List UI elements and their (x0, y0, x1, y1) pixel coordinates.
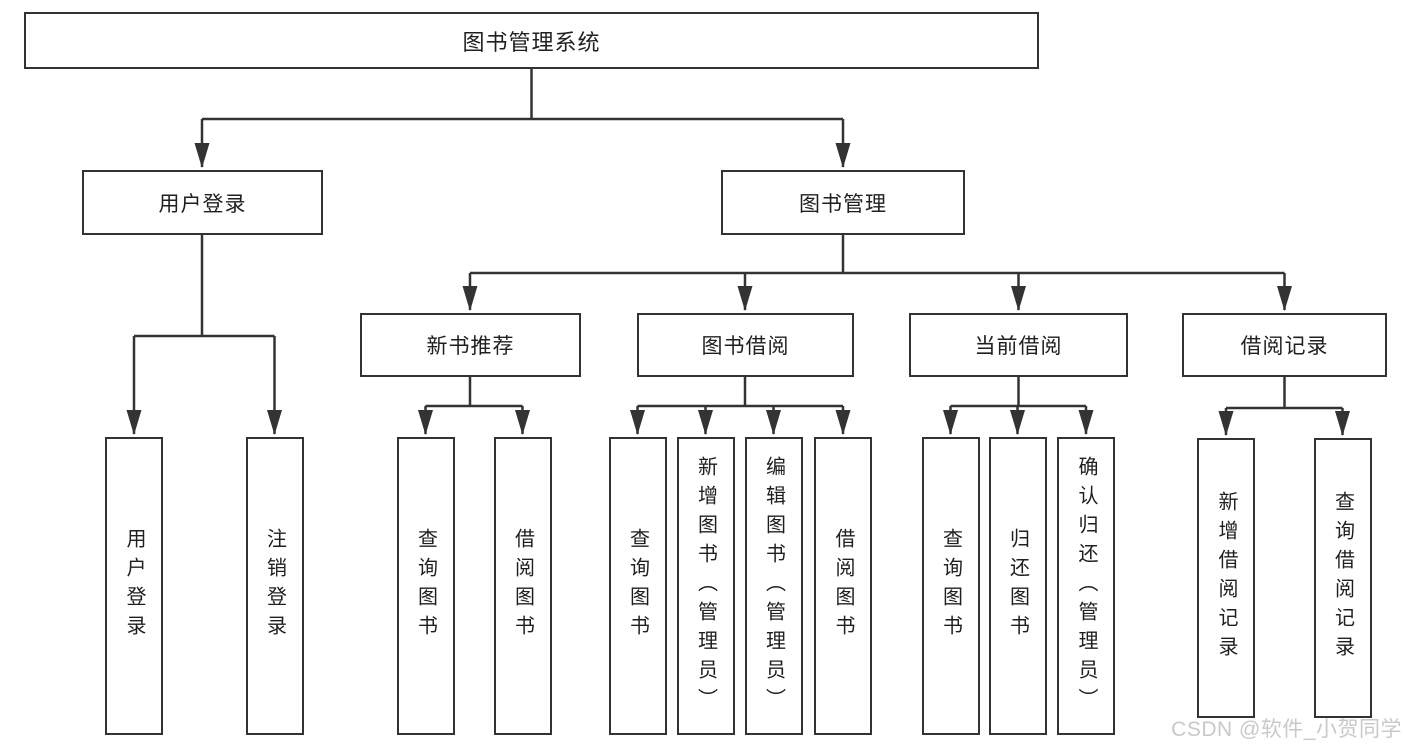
node-current-borrowing: 当前借阅 (909, 313, 1128, 377)
node-book-management: 图书管理 (721, 170, 965, 235)
leaf-add-book-admin: 新增图书（管理员） (676, 437, 735, 735)
leaf-add-borrow-record: 新增借阅记录 (1197, 438, 1255, 718)
leaf-query-borrow-record: 查询借阅记录 (1313, 438, 1372, 718)
csdn-watermark: CSDN @软件_小贺同学 (1171, 718, 1402, 741)
node-user-login: 用户登录 (82, 170, 323, 235)
node-borrowing-records: 借阅记录 (1182, 313, 1387, 377)
leaf-edit-book-admin: 编辑图书（管理员） (744, 437, 803, 735)
leaf-logout: 注销登录 (245, 437, 304, 735)
leaf-query-books-borrow: 查询图书 (608, 437, 667, 735)
leaf-return-books: 归还图书 (988, 437, 1047, 735)
node-library-management-system: 图书管理系统 (24, 12, 1039, 69)
node-new-book-recommendation: 新书推荐 (360, 313, 581, 377)
leaf-confirm-return-admin: 确认归还（管理员） (1057, 437, 1115, 735)
leaf-user-login: 用户登录 (105, 437, 163, 735)
leaf-query-books-rec: 查询图书 (396, 437, 455, 735)
leaf-borrow-books-rec: 借阅图书 (493, 437, 552, 735)
node-book-borrowing: 图书借阅 (637, 313, 854, 377)
leaf-query-books-current: 查询图书 (921, 437, 980, 735)
leaf-borrow-books: 借阅图书 (814, 437, 872, 735)
